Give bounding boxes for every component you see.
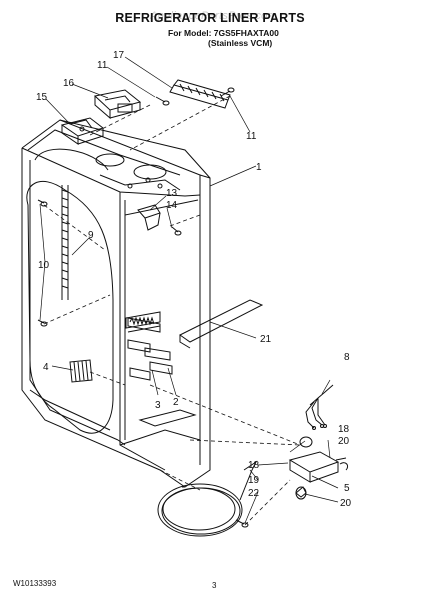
callout-label: 22 xyxy=(248,488,260,499)
shelf-rail xyxy=(61,185,69,300)
callout-label: 9 xyxy=(88,230,94,241)
screws xyxy=(37,87,249,528)
callout-label: 17 xyxy=(113,50,125,61)
variant-line: (Stainless VCM) xyxy=(208,38,273,48)
diagram-title: REFRIGERATOR LINER PARTS xyxy=(115,11,305,25)
callout-label: 3 xyxy=(155,400,161,411)
callout-labels: 17 11 16 15 11 1 13 14 9 10 8 21 4 3 2 1… xyxy=(36,50,352,509)
callout-label: 5 xyxy=(344,483,350,494)
light-assembly xyxy=(288,436,349,500)
callout-label: 19 xyxy=(248,475,260,486)
callout-label: 15 xyxy=(36,92,48,103)
liner-cabinet xyxy=(21,119,211,488)
callout-label: 8 xyxy=(344,352,350,363)
callout-label: 2 xyxy=(173,397,179,408)
callout-label: 13 xyxy=(166,188,178,199)
callout-label: 18 xyxy=(338,424,350,435)
top-cover xyxy=(169,79,231,109)
document-number: W10133393 xyxy=(13,579,57,588)
callout-label: 16 xyxy=(63,78,75,89)
callout-label: 11 xyxy=(246,131,257,142)
crossbar xyxy=(179,299,264,349)
model-line: For Model: 7GS5FHAXTA00 xyxy=(168,28,279,38)
coil-cable xyxy=(157,460,258,537)
callout-label: 18 xyxy=(248,460,260,471)
damper-housing xyxy=(93,89,142,120)
callout-label: 10 xyxy=(38,260,50,271)
callout-label: 11 xyxy=(97,60,108,71)
callout-label: 14 xyxy=(166,200,178,211)
mounting-bracket xyxy=(137,204,161,231)
shelf-supports xyxy=(127,316,173,381)
watermark-text: AppliancePartsPros.com xyxy=(150,10,278,22)
wire-harness xyxy=(305,384,334,430)
callout-label: 20 xyxy=(340,498,352,509)
leader-lines xyxy=(39,56,339,524)
callout-label: 21 xyxy=(260,334,272,345)
callout-label: 4 xyxy=(43,362,49,373)
heater-loop xyxy=(26,180,114,434)
damper-bracket xyxy=(60,117,105,145)
model-info: For Model: 7GS5FHAXTA00 (Stainless VCM) xyxy=(168,28,279,48)
callout-label: 20 xyxy=(338,436,350,447)
callout-label: 1 xyxy=(256,162,262,173)
vent-grille xyxy=(69,359,93,383)
assembly-lines xyxy=(43,95,301,526)
page-number: 3 xyxy=(212,581,217,590)
